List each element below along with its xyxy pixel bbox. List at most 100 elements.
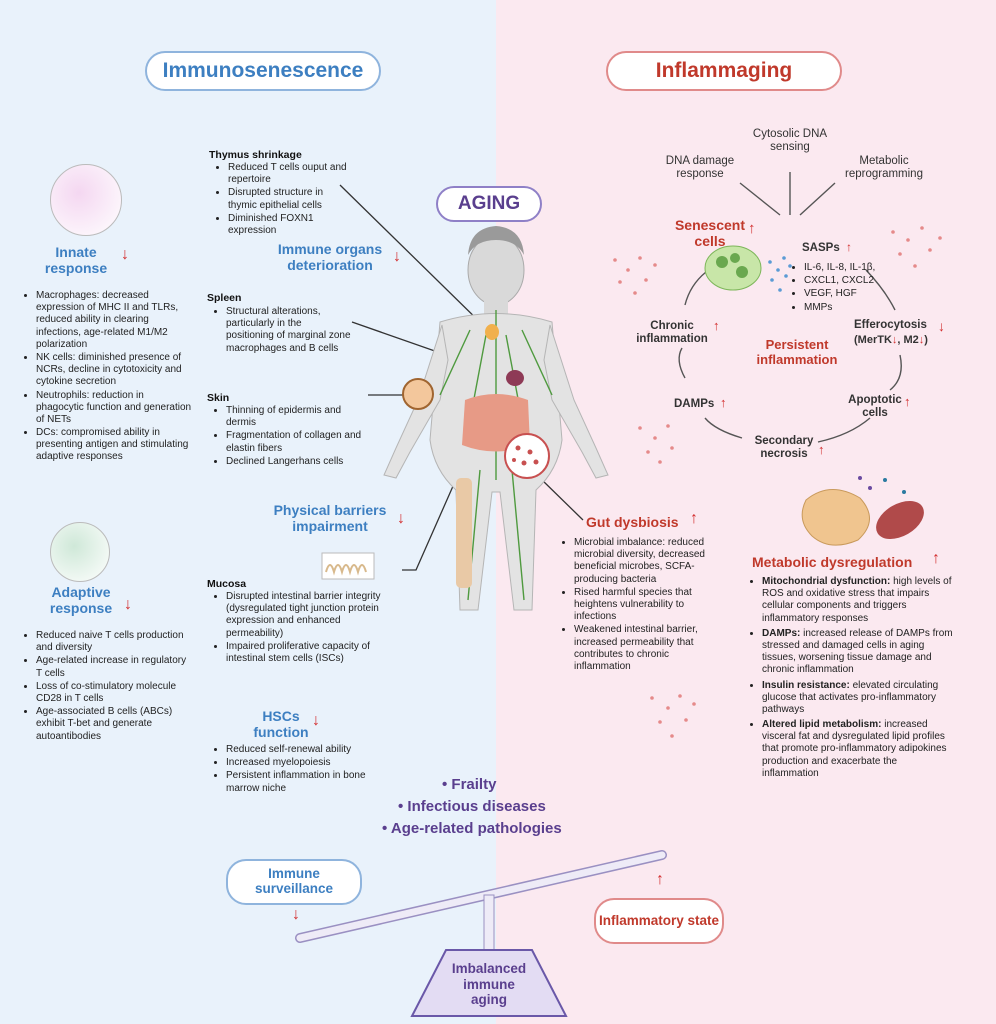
hscs-down-arrow: ↓ [312,712,320,729]
sasp-item: IL-6, IL-8, IL-1β, [804,262,900,274]
metabolic-cells-illustration [801,476,924,546]
metabolic-item: Mitochondrial dysfunction: high levels o… [762,576,956,625]
human-body-icon [383,226,609,611]
hscs-list: Reduced self-renewal ability Increased m… [212,744,372,796]
m2-down-arrow: ↓ [918,334,925,346]
thymus-list: Reduced T cells ouput and repertoire Dis… [214,162,354,238]
innate-item: Neutrophils: reduction in phagocytic fun… [36,390,192,427]
skin-item: Thinning of epidermis and dermis [226,405,372,429]
outcome-pathologies: • Age-related pathologies [382,820,562,837]
innate-title: Innate response [44,244,108,277]
adaptive-list: Reduced naive T cells production and div… [22,630,192,744]
secondary-necrosis-label: Secondary necrosis [754,435,814,461]
hscs-item: Reduced self-renewal ability [226,744,372,756]
mertk-down-arrow: ↓ [891,334,898,346]
innate-item: NK cells: diminished presence of NCRs, d… [36,352,192,389]
immune-surveillance-box: Immune surveillance [226,859,362,905]
apoptotic-up-arrow: ↑ [904,394,911,409]
inflammatory-state-box: Inflammatory state [594,898,724,944]
m2-label: , M2 [897,334,919,346]
physical-barriers-title: Physical barriers impairment [273,502,387,535]
outcome-text: Frailty [451,776,497,793]
skin-item: Fragmentation of collagen and elastin fi… [226,430,372,454]
adaptive-item: Age-associated B cells (ABCs) exhibit T-… [36,706,192,743]
adaptive-title: Adaptive response [49,584,113,617]
senescent-up-arrow: ↑ [748,220,756,237]
efferocytosis-down-arrow: ↓ [938,318,945,334]
outcome-infectious: • Infectious diseases [398,798,546,815]
thymus-item: Reduced T cells ouput and repertoire [228,162,354,186]
metabolic-item: Insulin resistance: elevated circulating… [762,680,956,717]
gut-dysbiosis-title: Gut dysbiosis [586,514,679,530]
dna-damage-label: DNA damage response [665,155,735,181]
physical-barriers-down-arrow: ↓ [397,510,405,527]
sasps-up-arrow: ↑ [846,240,852,254]
hscs-item: Persistent inflammation in bone marrow n… [226,770,372,794]
damps-up-arrow: ↑ [720,395,727,410]
apoptotic-cells-label: Apoptotic cells [848,394,902,420]
immune-organs-title: Immune organs deterioration [277,241,383,274]
mucosa-list: Disrupted intestinal barrier integrity (… [212,591,398,666]
gut-up-arrow: ↑ [690,510,698,527]
innate-list: Macrophages: decreased expression of MHC… [22,290,192,465]
sasp-item: VEGF, HGF [804,288,900,300]
spleen-title: Spleen [207,292,242,304]
damps-label: DAMPs [674,398,715,410]
mucosa-title: Mucosa [207,578,247,590]
mertk-label: (MerTK [854,334,892,346]
immunosenescence-title: Immunosenescence [145,51,381,91]
senescent-cells-label: Senescent cells [674,217,746,250]
cytosolic-dna-label: Cytosolic DNA sensing [752,128,828,154]
outcome-text: Age-related pathologies [390,820,562,837]
hscs-title: HSCs function [253,708,309,741]
inflammaging-title: Inflammaging [606,51,842,91]
close-paren: ) [924,334,928,346]
skin-item: Declined Langerhans cells [226,456,372,468]
metabolic-item: Altered lipid metabolism: increased visc… [762,719,956,780]
efferocytosis-detail: (MerTK↓, M2↓) [854,334,928,346]
inflammatory-up-arrow: ↑ [656,871,664,888]
metabolic-list: Mitochondrial dysfunction: high levels o… [748,576,956,781]
metabolic-item-text: increased visceral fat and dysregulated … [762,719,947,779]
efferocytosis-label: Efferocytosis [854,319,927,331]
balance-seesaw [295,850,667,1017]
innate-down-arrow: ↓ [121,246,129,263]
sasp-list: IL-6, IL-8, IL-1β, CXCL1, CXCL2 VEGF, HG… [790,262,900,315]
sasps-label: SASPs [802,242,840,254]
metabolic-item-bold: Mitochondrial dysfunction: [762,576,891,587]
hscs-item: Increased myelopoiesis [226,757,372,769]
chronic-inflammation-label: Chronic inflammation [636,320,708,346]
metabolic-item-bold: Altered lipid metabolism: [762,719,882,731]
adaptive-item: Reduced naive T cells production and div… [36,630,192,654]
metabolic-item-bold: Insulin resistance: [762,679,850,691]
adaptive-cells-icon [50,522,110,582]
metabolic-item-text: high levels of ROS and oxidative stress … [762,576,952,624]
mucosa-item: Disrupted intestinal barrier integrity (… [226,591,398,640]
persistent-inflammation-label: Persistent inflammation [756,337,838,367]
adaptive-down-arrow: ↓ [124,596,132,613]
metabolic-item-bold: DAMPs: [762,627,801,639]
skin-list: Thinning of epidermis and dermis Fragmen… [212,405,372,469]
spleen-list: Structural alterations, particularly in … [212,306,352,356]
skin-title: Skin [207,392,230,404]
gut-item: Rised harmful species that heightens vul… [574,587,720,624]
metabolic-reprogramming-label: Metabolic reprogramming [845,155,923,181]
metabolic-dysregulation-title: Metabolic dysregulation [752,554,913,570]
spleen-item: Structural alterations, particularly in … [226,306,352,355]
gut-item: Microbial imbalance: reduced microbial d… [574,537,720,586]
metabolic-up-arrow: ↑ [932,550,940,567]
gut-list: Microbial imbalance: reduced microbial d… [560,537,720,674]
chronic-up-arrow: ↑ [713,318,720,333]
innate-item: DCs: compromised ability in presenting a… [36,427,192,464]
thymus-title: Thymus shrinkage [209,149,302,161]
metabolic-item: DAMPs: increased release of DAMPs from s… [762,628,956,677]
adaptive-item: Loss of co-stimulatory molecule CD28 in … [36,681,192,705]
outcome-frailty: • Frailty [442,776,497,793]
sasp-item: MMPs [804,302,900,314]
immune-organs-down-arrow: ↓ [393,248,401,265]
thymus-item: Diminished FOXN1 expression [228,213,354,237]
thymus-item: Disrupted structure in thymic epithelial… [228,187,354,211]
innate-cells-icon [50,164,122,236]
secondary-up-arrow: ↑ [818,442,825,457]
metabolic-item-text: elevated circulating glucose that activa… [762,679,939,715]
